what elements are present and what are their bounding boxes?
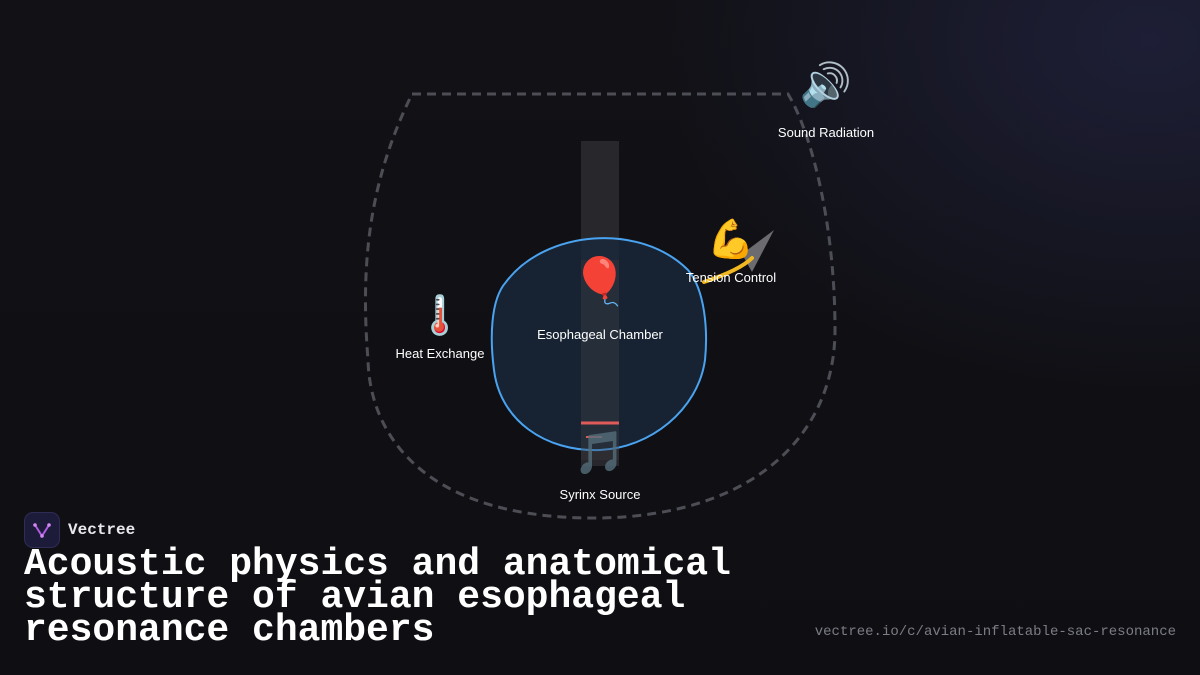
vectree-logo-icon bbox=[24, 512, 60, 548]
thermometer-icon: 🌡️ bbox=[416, 293, 464, 337]
esophageal-chamber-shape bbox=[490, 237, 708, 452]
tension-arrow-tail bbox=[702, 256, 754, 284]
speaker-icon: 🔊 bbox=[799, 60, 853, 109]
brand-name: Vectree bbox=[68, 521, 136, 539]
body-outline bbox=[364, 92, 837, 520]
flexed-bicep-icon: 💪 bbox=[707, 217, 755, 261]
balloon-icon: 🎈 bbox=[571, 254, 629, 308]
esophagus-tube-overlay bbox=[581, 260, 619, 460]
node-label-heat-exchange: Heat Exchange bbox=[395, 346, 485, 361]
brand: Vectree bbox=[24, 512, 135, 548]
source-url: vectree.io/c/avian-inflatable-sac-resona… bbox=[814, 624, 1176, 640]
node-label-sound-radiation: Sound Radiation bbox=[777, 125, 875, 140]
node-label-tension-control: Tension Control bbox=[685, 270, 777, 285]
node-label-syrinx-source: Syrinx Source bbox=[559, 487, 641, 502]
node-label-esophageal-chamber: Esophageal Chamber bbox=[537, 327, 663, 342]
musical-note-icon: 🎵 bbox=[573, 428, 627, 477]
page-title: Acoustic physics and anatomical structur… bbox=[24, 543, 731, 652]
